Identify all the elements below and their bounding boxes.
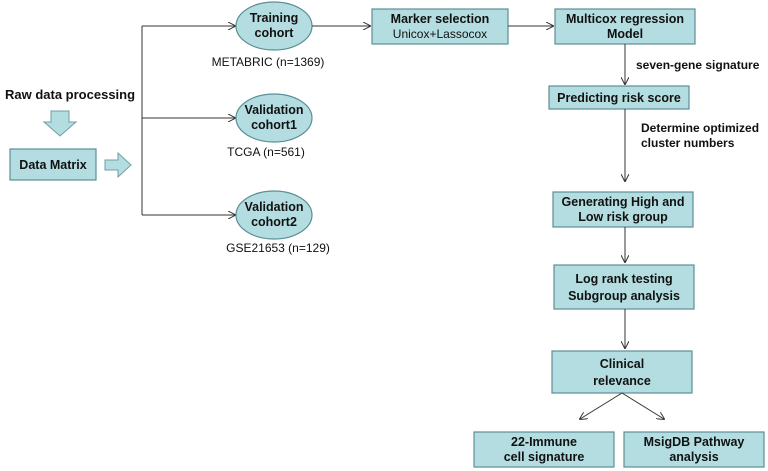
immune-line2: cell signature: [504, 450, 585, 464]
risk-score-box: [548, 85, 690, 110]
immune-box: [473, 431, 615, 468]
msigdb-box: [623, 431, 765, 468]
risk-group-box: [552, 191, 694, 228]
cluster-note-line1: Determine optimized: [641, 121, 759, 135]
multicox-line2: Model: [607, 27, 643, 41]
msigdb-line2: analysis: [669, 450, 718, 464]
multicox-line1: Multicox regression: [566, 12, 684, 26]
marker-selection-line2: Unicox+Lassocox: [393, 27, 487, 41]
immune-line1: 22-Immune: [511, 435, 577, 449]
clinical-box: [551, 350, 693, 394]
risk-score-label: Predicting risk score: [557, 91, 681, 105]
arrow-to-msigdb: [621, 392, 664, 419]
data-matrix-box: [9, 148, 97, 181]
raw-data-label: Raw data processing: [5, 87, 135, 102]
clinical-line2: relevance: [593, 374, 651, 388]
arrow-to-immune: [580, 392, 623, 419]
msigdb-line1: MsigDB Pathway: [644, 435, 745, 449]
data-matrix-label: Data Matrix: [19, 158, 86, 172]
risk-group-line2: Low risk group: [578, 210, 668, 224]
training-cohort-line1: Training: [250, 11, 299, 25]
risk-group-line1: Generating High and: [562, 195, 685, 209]
validation-cohort2-node: [235, 190, 313, 240]
signature-note: seven-gene signature: [636, 58, 760, 72]
logrank-line2: Subgroup analysis: [568, 289, 680, 303]
validation-cohort2-source: GSE21653 (n=129): [226, 241, 330, 255]
marker-selection-line1: Marker selection: [391, 12, 490, 26]
validation-cohort1-line2: cohort1: [251, 118, 297, 132]
right-block-arrow: [104, 151, 132, 179]
multicox-box: [554, 8, 696, 45]
validation-cohort2-line1: Validation: [244, 200, 303, 214]
validation-cohort1-source: TCGA (n=561): [227, 145, 305, 159]
cluster-note-line2: cluster numbers: [641, 136, 735, 150]
validation-cohort2-line2: cohort2: [251, 215, 297, 229]
validation-cohort1-line1: Validation: [244, 103, 303, 117]
clinical-line1: Clinical: [600, 357, 644, 371]
logrank-line1: Log rank testing: [575, 272, 672, 286]
training-cohort-line2: cohort: [255, 26, 295, 40]
validation-cohort1-node: [235, 93, 313, 143]
down-block-arrow: [42, 110, 78, 137]
training-cohort-source: METABRIC (n=1369): [212, 55, 325, 69]
logrank-box: [553, 264, 695, 310]
